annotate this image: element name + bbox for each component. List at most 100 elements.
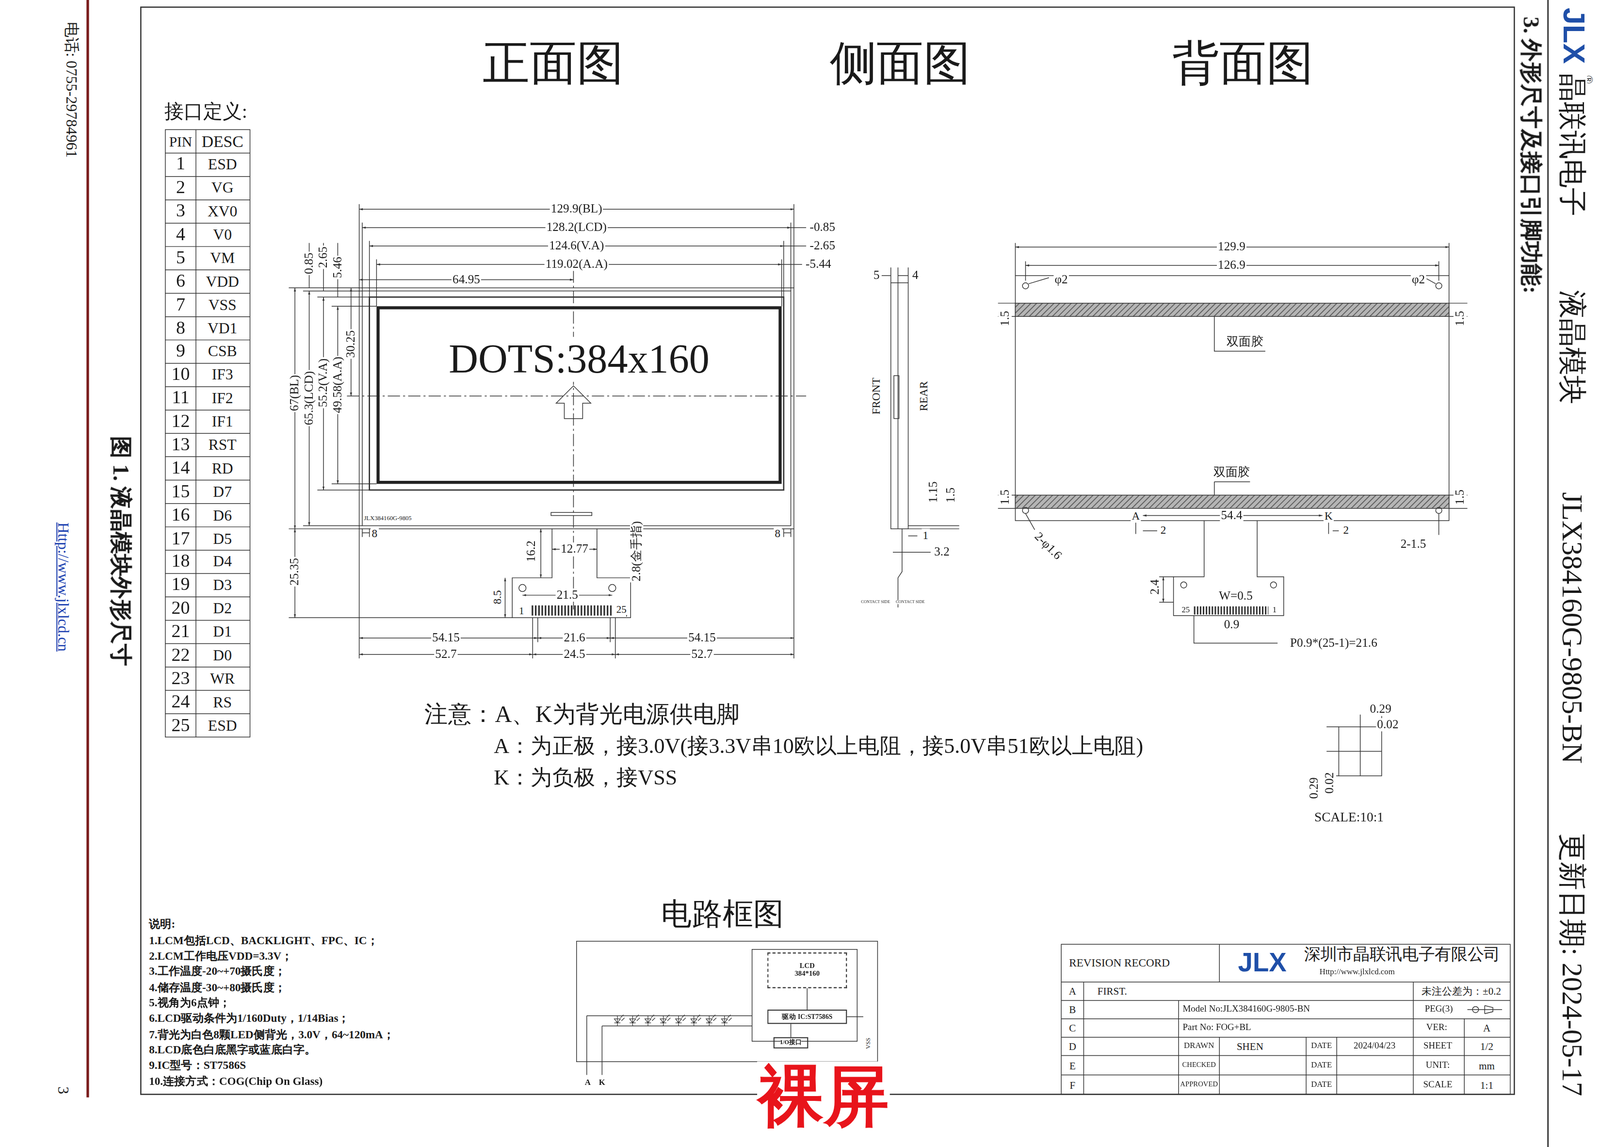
- title-block-cell: A: [1067, 985, 1078, 997]
- table-cell: 5: [175, 247, 187, 269]
- table-cell: 9: [175, 341, 187, 362]
- drawing-label: 8: [370, 526, 379, 539]
- circuit-block: 驱动 IC:ST7586S: [767, 1009, 847, 1024]
- drawing-label: 1.5: [1453, 488, 1468, 506]
- rect-shape: [362, 290, 792, 526]
- title-block-cell: 1:1: [1479, 1079, 1495, 1091]
- rect-shape: [1061, 943, 1511, 1094]
- drawing-label: 0.29: [1369, 702, 1393, 716]
- title-block-cell: DRAWN: [1182, 1041, 1215, 1051]
- table-cell: IF1: [210, 413, 235, 431]
- title-block-cell: DATE: [1309, 1041, 1333, 1051]
- title-block-cell: JLX: [1236, 947, 1288, 977]
- path-shape: [1467, 1004, 1503, 1014]
- drawing-label: 接口定义:: [163, 101, 249, 123]
- title-block-cell: DATE: [1309, 1080, 1333, 1090]
- circle-shape: [1180, 581, 1187, 588]
- drawing-label: 21.6: [562, 630, 586, 645]
- rect-shape: [890, 282, 909, 529]
- drawing-label: 双面胶: [1212, 465, 1252, 480]
- title-block-cell: UNIT:: [1424, 1060, 1452, 1071]
- title-block-cell: PEG(3): [1423, 1003, 1455, 1015]
- rect-shape: [1015, 275, 1449, 521]
- drawing-label: 注意：A、K为背光电源供电脚: [423, 701, 742, 728]
- title-block-cell: REVISION RECORD: [1067, 955, 1171, 969]
- table-cell: V0: [211, 226, 233, 244]
- circle-shape: [1022, 507, 1029, 514]
- title-block-cell: APPROVED: [1179, 1080, 1219, 1089]
- rect-shape: [1015, 494, 1449, 508]
- use-shape: [614, 1014, 625, 1026]
- drawing-label: A: [583, 1078, 592, 1088]
- title-block-cell: 未注公差为：±0.2: [1420, 985, 1503, 997]
- drawing-label: 5.46: [331, 255, 345, 279]
- drawing-label: φ2: [1053, 273, 1069, 287]
- table-cell: 1: [175, 154, 187, 176]
- drawing-label: 1.15: [926, 480, 941, 504]
- circle-shape: [1270, 581, 1277, 588]
- drawing-label: SCALE:10:1: [1313, 809, 1385, 825]
- table-cell: 3: [175, 201, 187, 222]
- drawing-label: JLX: [1557, 6, 1592, 65]
- path-shape: [165, 153, 251, 714]
- path-shape: [1028, 277, 1436, 284]
- drawing-label: 55.2(V.A): [316, 357, 331, 409]
- table-cell: 2: [175, 177, 187, 199]
- rect-shape: [1015, 303, 1449, 317]
- title-block-cell: B: [1067, 1003, 1077, 1015]
- drawing-label: 16.2: [524, 539, 539, 563]
- title-block-cell: A: [1482, 1021, 1492, 1034]
- drawing-label: 25: [1180, 605, 1191, 615]
- table-cell: 19: [170, 574, 191, 596]
- drawing-label: 52.7: [690, 647, 714, 662]
- table-cell: 14: [170, 458, 191, 479]
- drawing-label: FRONT: [869, 376, 882, 416]
- use-shape: [660, 1014, 671, 1026]
- table-cell: D2: [211, 599, 233, 617]
- drawing-label: 2-φ1.6: [1031, 529, 1066, 564]
- table-cell: D3: [211, 576, 233, 594]
- signal-connector: [807, 987, 808, 1010]
- drawing-label: 裸屏: [757, 1061, 890, 1133]
- title-block-cell: Model No:JLX384160G-9805-BN: [1181, 1003, 1311, 1015]
- drawing-label: 双面胶: [1225, 335, 1265, 349]
- dimension-line: [504, 577, 506, 618]
- title-block-cell: 2024/04/23: [1352, 1040, 1397, 1051]
- path-shape: [512, 528, 631, 618]
- drawing-label: 52.7: [434, 647, 458, 662]
- table-cell: RST: [207, 436, 238, 454]
- title-block-cell: C: [1067, 1021, 1077, 1034]
- drawing-label: 54.15: [431, 630, 461, 645]
- table-cell: 22: [170, 645, 191, 666]
- table-cell: D0: [211, 646, 233, 664]
- drawing-label: -2.65: [808, 239, 837, 253]
- drawing-label: 54.15: [687, 630, 717, 645]
- table-cell: D7: [211, 483, 233, 501]
- drawing-label: 3.2: [933, 545, 951, 559]
- title-block-cell: SHEN: [1235, 1040, 1265, 1052]
- drawing-label: 1.5: [944, 486, 958, 504]
- circle-shape: [518, 584, 527, 592]
- drawing-label: 9.IC型号：ST7586S: [147, 1058, 247, 1071]
- table-cell: RS: [211, 693, 233, 711]
- circle-shape: [1022, 282, 1029, 290]
- drawing-label: 2.LCM工作电压VDD=3.3V；: [147, 949, 294, 962]
- title-block-cell: SCALE: [1422, 1079, 1454, 1090]
- drawing-label: 124.6(V.A): [548, 239, 605, 253]
- title-block-cell: VER:: [1425, 1022, 1449, 1033]
- drawing-label: φ2: [1410, 273, 1426, 287]
- drawing-label: 119.02(A.A): [544, 257, 609, 272]
- table-cell: XV0: [206, 203, 239, 221]
- circle-shape: [1435, 282, 1442, 290]
- drawing-label: W=0.5: [1217, 589, 1254, 603]
- path-shape: [1025, 513, 1439, 643]
- rect-shape: [165, 129, 251, 737]
- drawing-label: A：为正极，接3.0V(接3.3V串10欧以上电阻，接5.0V串51欧以上电阻): [492, 734, 1145, 759]
- drawing-label: 0.02: [1323, 771, 1337, 795]
- table-cell: 18: [170, 551, 191, 572]
- drawing-label: 10.连接方式：COG(Chip On Glass): [147, 1074, 324, 1087]
- table-cell: 20: [170, 597, 191, 619]
- path-shape: [1173, 520, 1284, 616]
- drawing-label: 7.背光为白色8颗LED侧背光，3.0V，64~120mA；: [147, 1027, 396, 1040]
